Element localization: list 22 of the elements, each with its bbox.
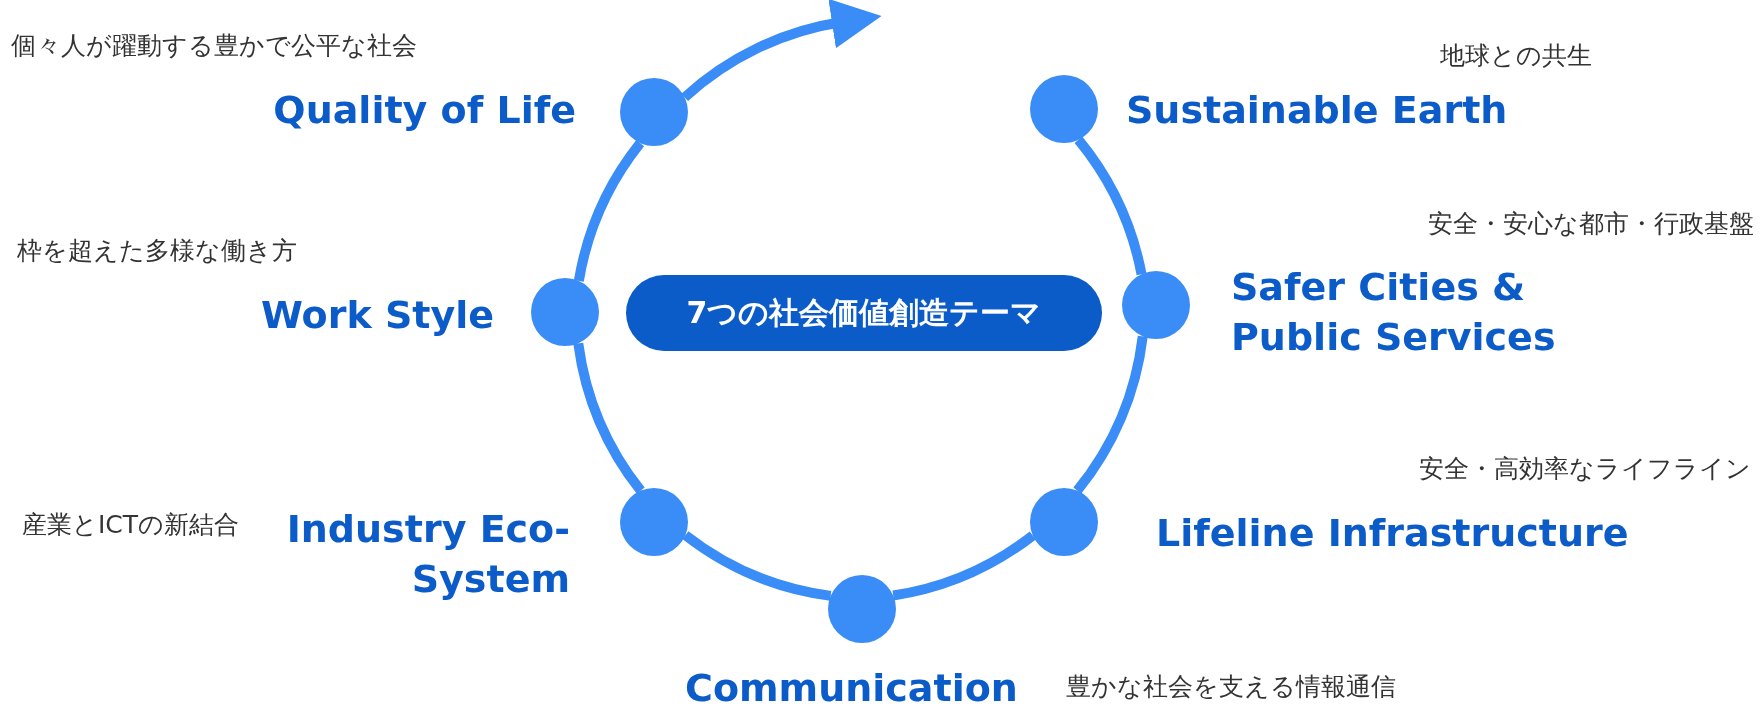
theme-subtitle: 枠を超えた多様な働き方: [17, 235, 297, 267]
ring-segment: [1074, 136, 1147, 276]
theme-title: Lifeline Infrastructure: [1156, 510, 1629, 557]
arrow: [681, 0, 882, 102]
theme-subtitle: 豊かな社会を支える情報通信: [1066, 671, 1396, 703]
theme-title: Quality of Life: [273, 87, 576, 134]
theme-subtitle: 安全・高効率なライフライン: [1419, 453, 1751, 485]
theme-title: Sustainable Earth: [1126, 87, 1508, 134]
theme-subtitle: 産業とICTの新結合: [22, 509, 240, 541]
theme-subtitle: 個々人が躍動する豊かで公平な社会: [11, 30, 417, 62]
theme-title: Safer Cities & Public Services: [1231, 264, 1557, 361]
theme-pill: 7つの社会価値創造テーマ: [626, 275, 1102, 351]
ring-segment: [573, 140, 645, 283]
theme-title: Industry Eco-System: [285, 506, 570, 603]
ring-segment: [682, 531, 832, 601]
theme-title: Work Style: [261, 292, 494, 339]
theme-subtitle: 安全・安心な都市・行政基盤: [1428, 208, 1754, 240]
theme-subtitle: 地球との共生: [1440, 40, 1592, 72]
ring-segment: [892, 531, 1036, 601]
ring-segment: [573, 342, 645, 494]
ring-segment: [1073, 335, 1148, 494]
theme-title: Communication: [685, 665, 1018, 707]
